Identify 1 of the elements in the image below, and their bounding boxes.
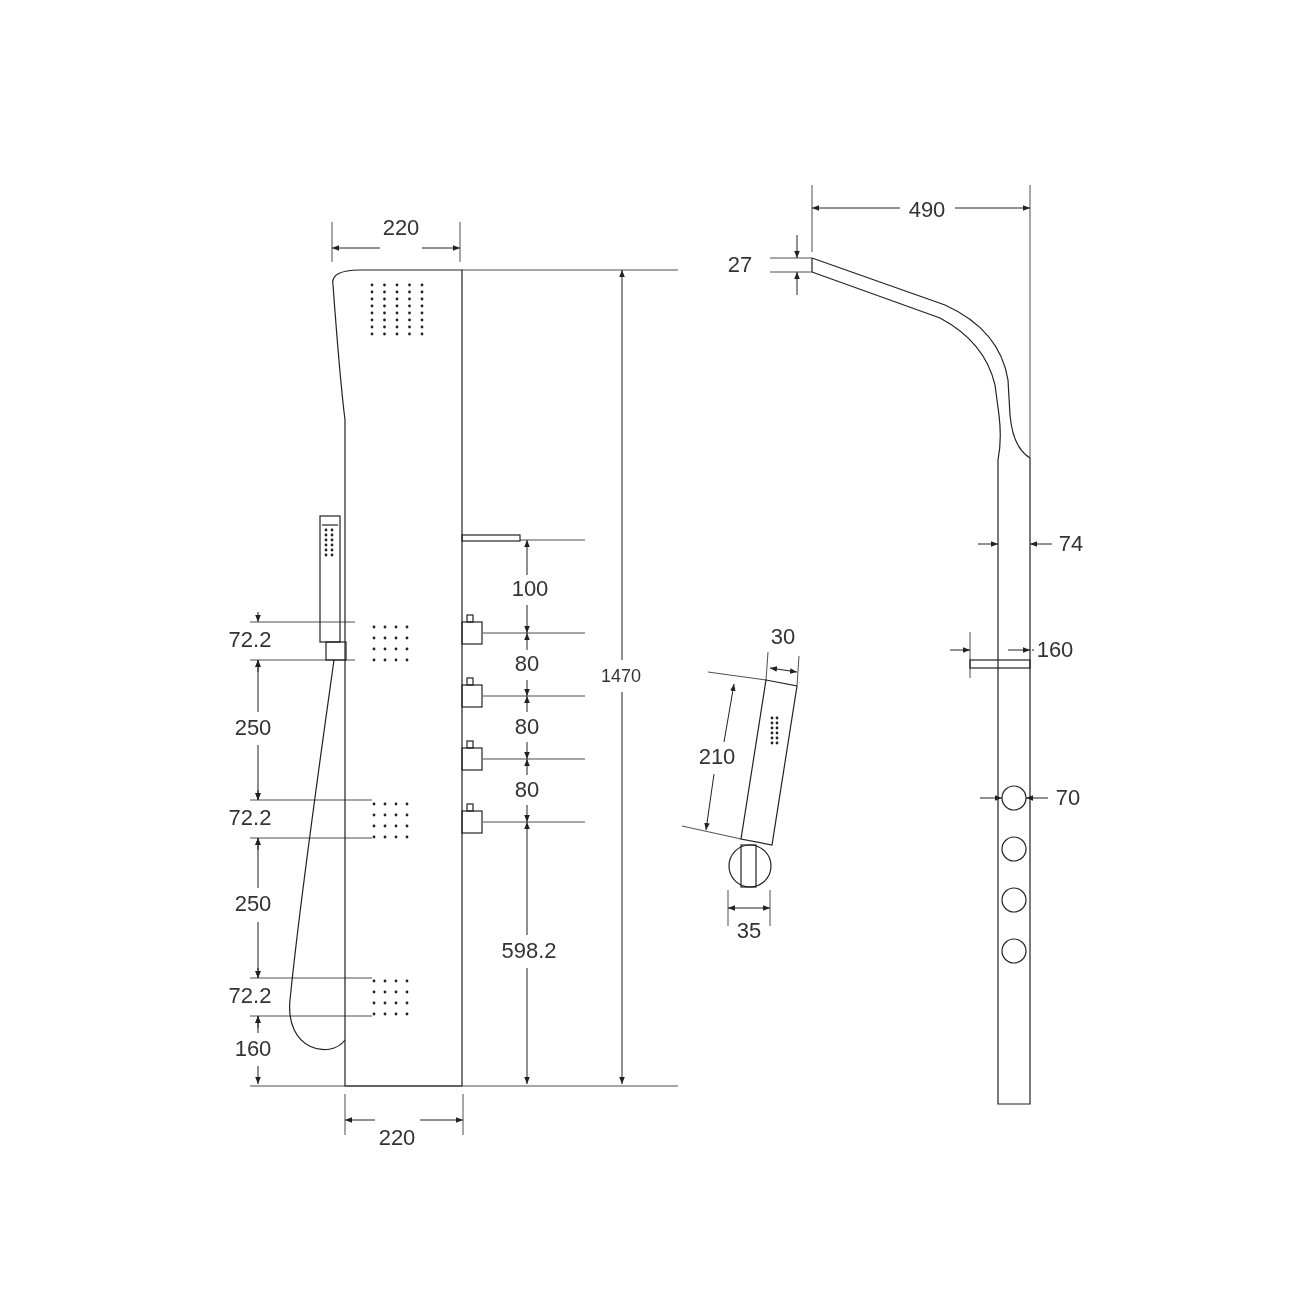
dimension-label: 1470 <box>600 667 642 685</box>
